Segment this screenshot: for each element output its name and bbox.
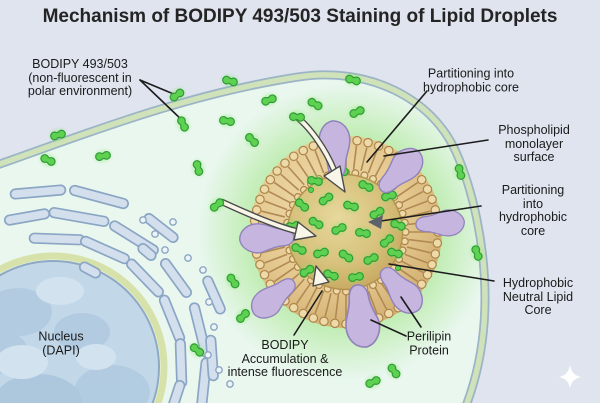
line-partitioning-right — [380, 205, 482, 222]
sparkle-icon — [559, 365, 581, 388]
label-neutral-lipid-core: Hydrophobic Neutral Lipid Core — [502, 275, 574, 317]
annotation-lines — [139, 79, 495, 337]
line-partitioning-top — [366, 90, 428, 163]
line-perilipin-2 — [370, 319, 407, 337]
diagram-title: Mechanism of BODIPY 493/503 Staining of … — [42, 6, 558, 27]
label-partitioning-top: Partitioning into hydrophobic core — [423, 66, 519, 94]
label-phospholipid-monolayer: Phospholipid monolayer surface — [498, 122, 570, 164]
nuclear-envelope — [0, 252, 168, 403]
label-perilipin: Perilipin Protein — [406, 329, 452, 357]
line-bodipy-external-2 — [139, 79, 185, 123]
line-neutral-core — [388, 263, 495, 282]
line-bodipy-accumulation — [293, 290, 323, 336]
label-partitioning-right: Partitioning into hydrophobic core — [498, 183, 568, 238]
partitioning-arrowhead-icon — [368, 215, 383, 229]
cell-membrane — [0, 70, 490, 403]
line-phospholipid — [383, 139, 489, 157]
nucleus-graphic — [0, 252, 168, 403]
endoplasmic-reticulum — [3, 184, 234, 403]
label-bodipy-external: BODIPY 493/503 (non-fluorescent in polar… — [27, 56, 133, 98]
entry-arrow-bottom — [312, 265, 330, 287]
label-nucleus: Nucleus (DAPI) — [38, 329, 84, 357]
line-perilipin-1 — [400, 296, 422, 328]
label-bodipy-accumulation: BODIPY Accumulation & intense fluorescen… — [227, 337, 343, 379]
entry-arrow-left — [218, 198, 317, 241]
